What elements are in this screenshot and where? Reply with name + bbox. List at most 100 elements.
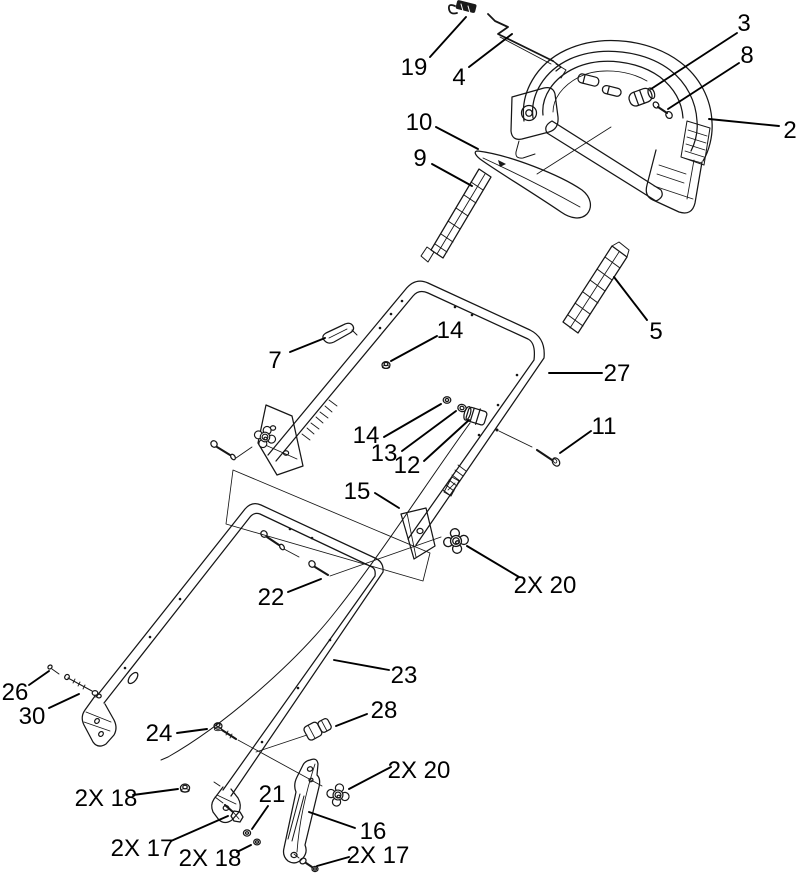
callout-7: 7 xyxy=(268,337,326,374)
leader-line-28 xyxy=(335,713,368,727)
leader-line-14-mid xyxy=(383,403,442,438)
carriage-bolt-upper-left xyxy=(210,440,253,461)
callout-label-15: 15 xyxy=(344,478,371,505)
leader-line-24 xyxy=(176,728,208,734)
lower-handle-drawing xyxy=(81,503,384,824)
callout-16: 16 xyxy=(308,811,387,845)
cylinder-part-3 xyxy=(628,87,656,107)
upper-handle-drawing xyxy=(257,280,545,560)
cable-part-15 xyxy=(160,422,471,761)
leader-line-22 xyxy=(287,578,322,593)
callout-2: 2 xyxy=(708,117,797,144)
callout-10: 10 xyxy=(406,109,479,150)
bolt-part-11 xyxy=(498,430,561,467)
callout-label-17-left: 2X 17 xyxy=(111,835,174,862)
callout-3: 3 xyxy=(650,10,751,90)
bolt-part-22 xyxy=(308,536,442,577)
grip-strip-part-5 xyxy=(562,241,630,334)
leader-line-16 xyxy=(308,811,356,829)
leader-line-17-bot xyxy=(316,856,350,867)
leader-line-14-upper xyxy=(390,335,438,362)
leader-line-8 xyxy=(667,62,740,110)
callout-label-16: 16 xyxy=(360,818,387,845)
callout-label-7: 7 xyxy=(268,347,281,374)
callout-18-bot: 2X 18 xyxy=(179,844,252,872)
callout-20-bot: 2X 20 xyxy=(348,757,451,790)
callout-8: 8 xyxy=(667,42,754,110)
nut-part-24 xyxy=(213,722,323,787)
leader-line-18-left xyxy=(132,788,179,796)
bracket-part-7 xyxy=(322,322,358,344)
callout-label-3: 3 xyxy=(737,10,750,37)
callout-label-2: 2 xyxy=(783,117,796,144)
callout-11: 11 xyxy=(559,413,617,454)
callout-5: 5 xyxy=(613,276,663,345)
callout-label-11: 11 xyxy=(592,413,617,440)
callout-label-20-bot: 2X 20 xyxy=(388,757,451,784)
nut-part-14-mid xyxy=(442,396,452,404)
leader-line-21 xyxy=(251,805,269,830)
callout-14-upper: 14 xyxy=(390,317,464,362)
knob-bottom xyxy=(326,783,350,807)
bracket-part-16 xyxy=(282,758,321,864)
leader-line-4 xyxy=(468,33,513,68)
diagram-artwork xyxy=(47,0,713,873)
callout-20-mid: 2X 20 xyxy=(466,545,576,599)
callout-label-27: 27 xyxy=(604,360,631,387)
callout-14-mid: 14 xyxy=(353,403,442,449)
callout-15: 15 xyxy=(344,478,400,509)
leader-line-12 xyxy=(423,419,470,462)
leader-line-2 xyxy=(708,118,780,127)
knob-right xyxy=(443,528,469,554)
callout-9: 9 xyxy=(413,145,473,187)
leader-line-5 xyxy=(613,276,648,321)
callout-label-21: 21 xyxy=(259,781,286,808)
fitting-part-12 xyxy=(463,405,488,426)
callout-23: 23 xyxy=(333,659,417,689)
leader-line-20-bot xyxy=(348,766,392,790)
callout-label-28: 28 xyxy=(371,697,398,724)
callout-13: 13 xyxy=(371,410,457,467)
clamp-axis-line xyxy=(255,734,308,753)
clip-part-19 xyxy=(447,0,477,15)
leader-line-7 xyxy=(289,337,326,353)
callout-label-30: 30 xyxy=(19,703,46,730)
callout-label-8: 8 xyxy=(740,42,753,69)
callout-label-12: 12 xyxy=(394,452,421,479)
callout-label-14-upper: 14 xyxy=(437,317,464,344)
leader-line-30 xyxy=(48,693,80,709)
callout-4: 4 xyxy=(452,33,513,91)
nut-part-14-upper xyxy=(381,360,391,370)
leader-line-20-mid xyxy=(466,545,520,578)
callout-label-14-mid: 14 xyxy=(353,422,380,449)
callout-21: 21 xyxy=(251,781,286,830)
leader-line-18-bot xyxy=(236,844,252,853)
bolt-2x17-left xyxy=(214,796,244,823)
handle-housing-drawing xyxy=(510,39,713,214)
callout-28: 28 xyxy=(335,697,398,727)
leader-line-26 xyxy=(28,670,50,686)
rod-part-4 xyxy=(487,13,562,72)
leader-line-13 xyxy=(401,410,457,452)
blade-part-10 xyxy=(474,150,592,219)
leader-line-10 xyxy=(435,126,479,150)
callout-19: 19 xyxy=(401,16,467,81)
callout-label-4: 4 xyxy=(452,64,465,91)
grip-strip-part-9 xyxy=(420,168,492,263)
mount-panel-outline xyxy=(225,469,431,582)
callout-17-left: 2X 17 xyxy=(111,815,229,862)
carriage-bolt-left xyxy=(260,530,300,558)
knob-left xyxy=(253,425,277,449)
callout-24: 24 xyxy=(146,720,208,747)
callout-label-26: 26 xyxy=(2,679,29,706)
leader-line-17-left xyxy=(170,815,229,842)
bolt-2x17-bottom xyxy=(293,853,319,873)
leader-line-3 xyxy=(650,32,738,90)
leader-line-15 xyxy=(374,492,400,509)
callout-18-left: 2X 18 xyxy=(75,785,179,812)
nut-2x18-left xyxy=(179,783,191,793)
callout-27: 27 xyxy=(548,360,631,387)
